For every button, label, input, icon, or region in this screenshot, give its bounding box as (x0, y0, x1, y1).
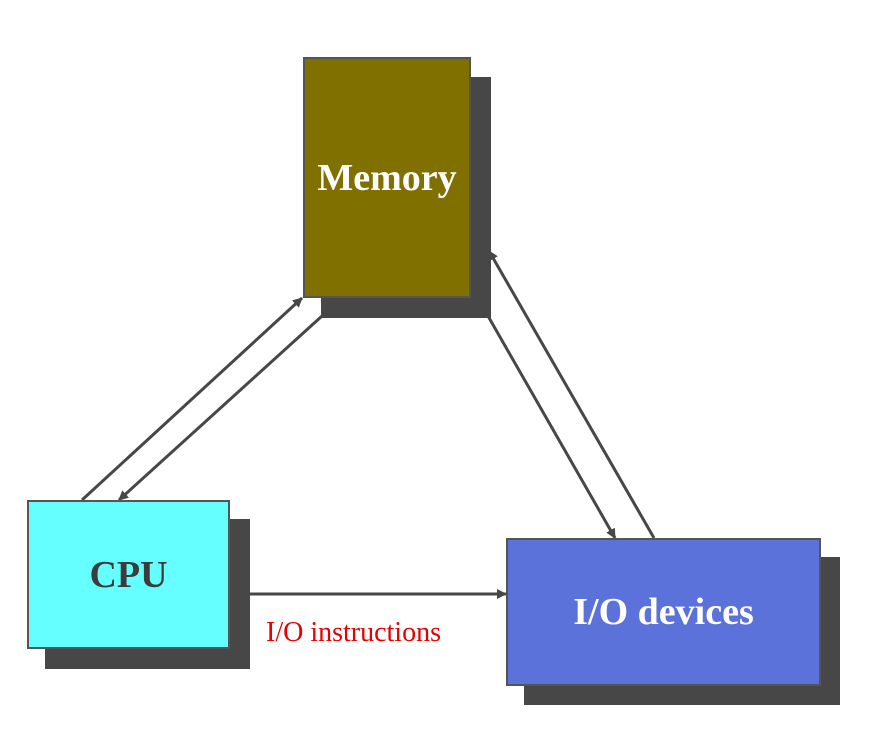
cpu-box: CPU (27, 500, 230, 649)
memory-box: Memory (303, 57, 471, 298)
memory-label: Memory (317, 156, 457, 199)
io-devices-label: I/O devices (573, 591, 754, 633)
io-instructions-label: I/O instructions (266, 617, 441, 648)
arrow-cpu-to-memory (80, 296, 304, 502)
arrow-memory-to-cpu (117, 314, 324, 502)
arrow-io-to-memory (487, 250, 656, 539)
io-devices-box: I/O devices (506, 538, 821, 686)
arrow-memory-to-io (486, 315, 617, 539)
cpu-label: CPU (89, 553, 168, 596)
